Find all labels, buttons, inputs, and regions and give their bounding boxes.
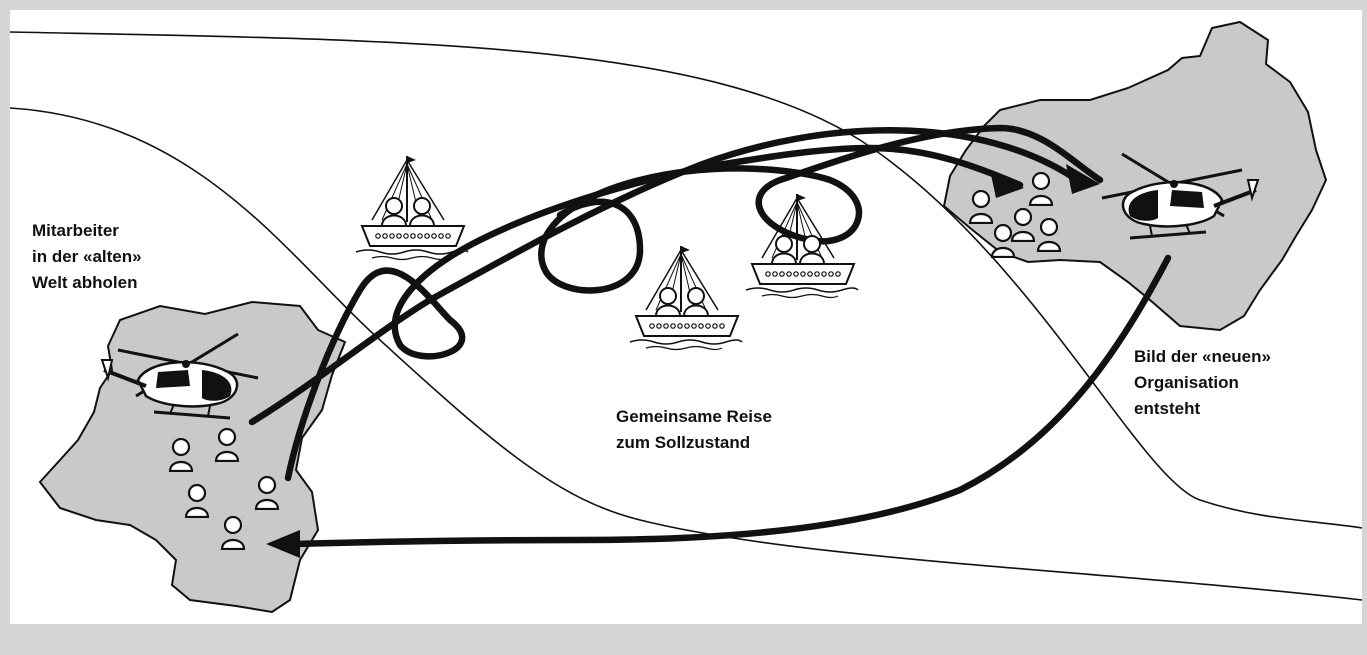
journey-label: Gemeinsame Reise zum Sollzustand	[616, 404, 772, 456]
old-world-label: Mitarbeiter in der «alten» Welt abholen	[32, 218, 142, 296]
sailboat-icon	[630, 246, 742, 350]
old-world-land	[40, 302, 345, 612]
new-org-label: Bild der «neuen» Organisation entsteht	[1134, 344, 1271, 422]
sailboat-icon	[356, 156, 468, 260]
